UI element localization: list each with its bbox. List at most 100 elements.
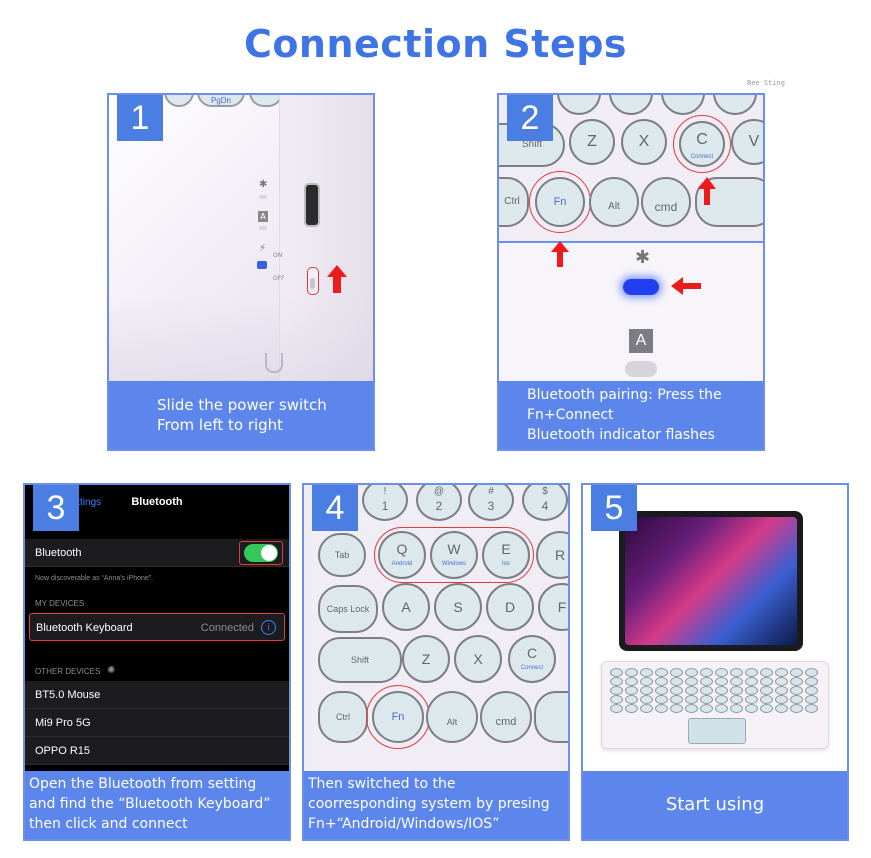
- key-sublabel: Ios: [501, 561, 510, 567]
- nav-title: Bluetooth: [131, 496, 183, 508]
- product-photo: [583, 485, 847, 771]
- caption-line: Open the Bluetooth from setting: [29, 776, 257, 792]
- switch-on-label: ON: [273, 252, 283, 259]
- highlight-ring: [366, 685, 430, 749]
- bluetooth-icon: ✱: [259, 179, 268, 190]
- mini-key: [775, 695, 788, 704]
- step-number: 3: [33, 485, 79, 531]
- step-5-caption: Start using: [583, 771, 847, 839]
- watermark: Bee Sting: [747, 79, 785, 87]
- key-f: F: [538, 583, 568, 631]
- key-sublabel: Windows: [441, 561, 467, 567]
- bluetooth-toggle[interactable]: [244, 544, 278, 562]
- key-shift: Shift: [318, 637, 402, 683]
- keyboard-key: [713, 95, 757, 115]
- arrow-up-icon: [551, 241, 569, 267]
- step-2-caption: Bluetooth pairing: Press the Fn+Connect …: [499, 381, 763, 449]
- key-label: C: [526, 645, 538, 661]
- device-name: Mi9 Pro 5G: [35, 717, 91, 729]
- switch-off-label: OFF: [273, 275, 285, 282]
- step-1-panel: PgDn ✱ A ⚡ ON OFF 1 Slide the power swit…: [107, 93, 375, 451]
- device-row[interactable]: Mi9 Pro 5G: [25, 709, 289, 737]
- indicator-light: [259, 195, 267, 199]
- mini-key: [685, 704, 698, 713]
- mini-key: [745, 686, 758, 695]
- mini-key: [730, 668, 743, 677]
- mini-key: [775, 677, 788, 686]
- mini-key: [700, 686, 713, 695]
- mini-key: [745, 668, 758, 677]
- keyboard-key: $4: [522, 485, 568, 521]
- mini-key: [805, 686, 818, 695]
- keyboard-key: [534, 691, 568, 743]
- caps-lock-icon: A: [629, 329, 653, 353]
- back-link[interactable]: Settings: [65, 497, 102, 508]
- key-alt: Alt: [426, 691, 478, 743]
- touchpad: [688, 718, 746, 744]
- ios-settings-screen: Settings Bluetooth Bluetooth Now discove…: [25, 485, 289, 771]
- step-1-photo: PgDn ✱ A ⚡ ON OFF: [109, 95, 373, 385]
- mini-key: [655, 704, 668, 713]
- mini-key: [760, 695, 773, 704]
- key-d: D: [486, 583, 534, 631]
- key-alt: Alt: [589, 177, 639, 227]
- mini-key: [685, 668, 698, 677]
- device-row-bluetooth-keyboard[interactable]: Bluetooth Keyboard Connected i: [29, 613, 285, 641]
- mini-key: [805, 695, 818, 704]
- mini-key: [700, 668, 713, 677]
- key-label: W: [447, 541, 461, 557]
- step-2-panel: Shift Z X C Connect V Ctrl Fn Alt cmd ✱ …: [497, 93, 765, 451]
- mini-key: [805, 668, 818, 677]
- loading-spinner-icon: ✺: [107, 665, 116, 676]
- key-z: Z: [569, 119, 615, 165]
- mini-key: [670, 677, 683, 686]
- device-row[interactable]: BT5.0 Mouse: [25, 681, 289, 709]
- power-switch[interactable]: [307, 267, 319, 295]
- highlight-ring: [529, 171, 591, 233]
- keyboard-key: [609, 95, 653, 115]
- mini-key: [760, 704, 773, 713]
- discoverable-text: Now discoverable as “Anna's iPhone”.: [35, 575, 154, 582]
- caption-line: Slide the power switch: [157, 396, 327, 414]
- mini-key: [625, 686, 638, 695]
- mini-key: [715, 695, 728, 704]
- info-icon[interactable]: i: [261, 620, 276, 635]
- mini-key: [790, 677, 803, 686]
- step-3-caption: Open the Bluetooth from setting and find…: [25, 771, 289, 839]
- caption-line: From left to right: [157, 416, 284, 434]
- mini-key: [805, 704, 818, 713]
- mini-key: [670, 695, 683, 704]
- step-4-caption: Then switched to the coorresponding syst…: [304, 771, 568, 839]
- step-number: 1: [117, 95, 163, 141]
- indicator-photo: ✱ A: [499, 241, 763, 385]
- key-z: Z: [402, 635, 450, 683]
- caption-line: Fn+“Android/Windows/IOS”: [308, 816, 500, 832]
- mini-key: [640, 686, 653, 695]
- key-tab: Tab: [318, 533, 366, 577]
- keyboard-key: [249, 95, 283, 107]
- mini-key: [640, 704, 653, 713]
- mini-key: [760, 686, 773, 695]
- key-cmd: cmd: [641, 177, 691, 227]
- mini-key: [685, 686, 698, 695]
- arrow-up-icon: [698, 177, 716, 205]
- keyboard-key: !1: [362, 485, 408, 521]
- step-5-panel: 5 Start using: [581, 483, 849, 841]
- keyboard-key: @2: [416, 485, 462, 521]
- key-label: !: [383, 486, 387, 497]
- key-label: #: [488, 486, 494, 497]
- mini-key: [610, 704, 623, 713]
- mini-key: [640, 668, 653, 677]
- mini-key: [610, 677, 623, 686]
- device-row[interactable]: OPPO R15: [25, 737, 289, 765]
- mini-key: [775, 668, 788, 677]
- key-w-windows[interactable]: W Windows: [430, 531, 478, 579]
- key-sublabel: Connect: [520, 665, 544, 671]
- device-shadow: [109, 295, 373, 385]
- caption-line: Then switched to the: [308, 776, 456, 792]
- mini-key: [715, 668, 728, 677]
- mini-key: [625, 704, 638, 713]
- keyboard-keys: [610, 668, 820, 714]
- mini-key: [610, 686, 623, 695]
- key-x: X: [454, 635, 502, 683]
